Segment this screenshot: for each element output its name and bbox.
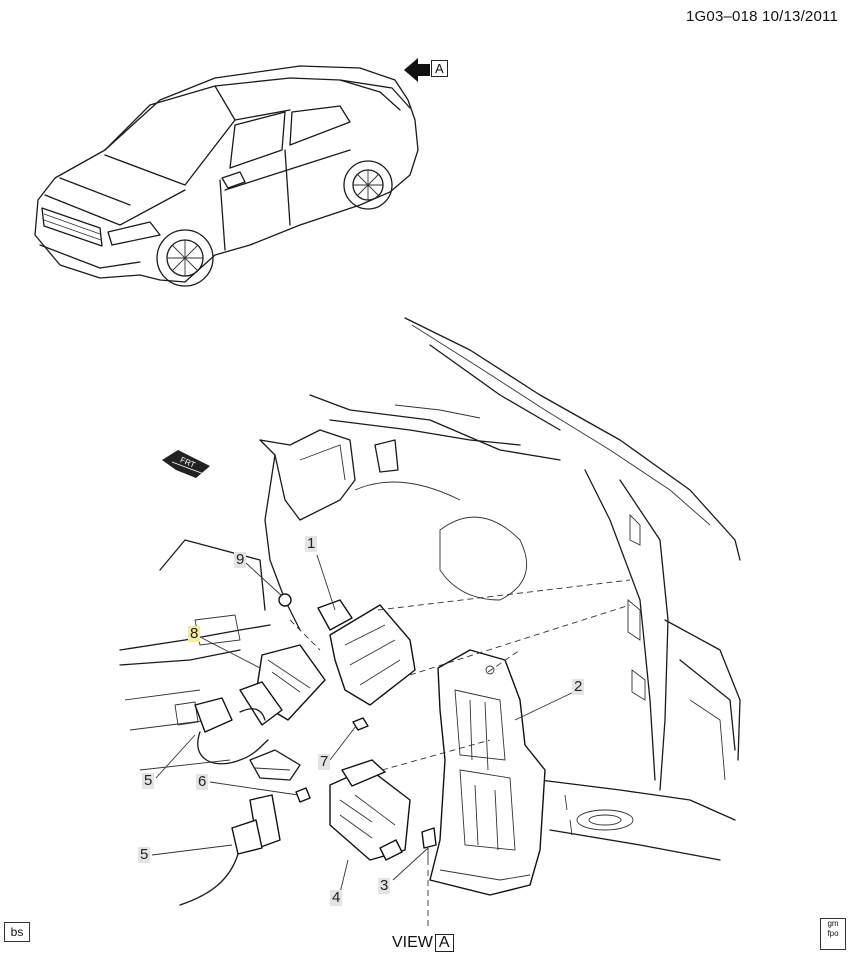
callout-1: 1 xyxy=(305,535,318,552)
part-5-harness-upper xyxy=(194,697,269,765)
callout-5-upper: 5 xyxy=(142,772,155,789)
part-4-module xyxy=(329,759,411,861)
diagram-code-date: 1G03–018 10/13/2011 xyxy=(686,8,838,25)
fastener-3-stud-icon xyxy=(421,827,437,865)
callout-2: 2 xyxy=(572,678,585,695)
car-illustration xyxy=(34,65,419,287)
front-direction-arrow-icon xyxy=(162,450,210,478)
corner-mark-right-text: gm fpo xyxy=(827,919,839,938)
view-a-marker: A xyxy=(431,60,448,77)
corner-mark-right: gm fpo xyxy=(820,918,846,950)
part-1-bracket xyxy=(317,599,416,706)
callout-5-lower: 5 xyxy=(138,846,151,863)
corner-mark-left: bs xyxy=(4,922,30,942)
view-a-arrow-icon xyxy=(404,58,430,82)
fastener-7-bolt-icon xyxy=(352,717,369,731)
view-label-letter: A xyxy=(434,934,454,952)
fastener-6-bolt-icon xyxy=(295,787,311,803)
callout-6: 6 xyxy=(196,773,209,790)
body-structure xyxy=(119,317,741,861)
callout-9: 9 xyxy=(234,551,247,568)
part-5-harness-lower xyxy=(179,794,281,906)
view-label-text: VIEW xyxy=(392,934,433,951)
callout-7: 7 xyxy=(318,753,331,770)
fastener-9-nut-icon xyxy=(278,593,292,607)
callout-4: 4 xyxy=(330,889,343,906)
callout-8: 8 xyxy=(188,625,201,642)
callout-3: 3 xyxy=(378,877,391,894)
part-2-tray xyxy=(429,649,546,896)
part-8-module xyxy=(239,644,326,726)
